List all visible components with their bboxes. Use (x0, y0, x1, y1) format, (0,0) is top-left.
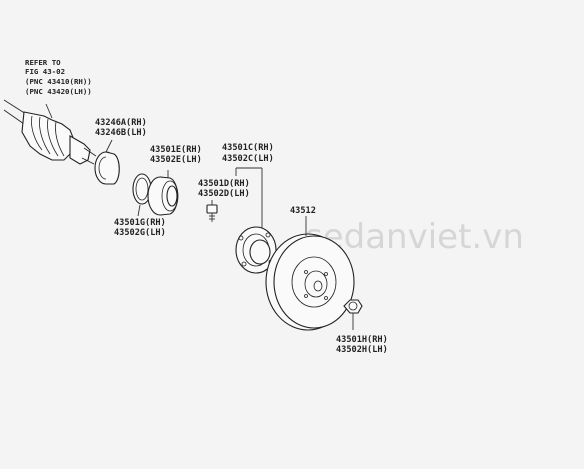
refer-note: REFER TO FIG 43-02 (PNC 43410(RH)) (PNC … (25, 58, 92, 96)
label-43501h-rh: 43501H(RH) (336, 335, 388, 345)
leader-line-refer (45, 103, 53, 119)
hub-bolt-part (206, 204, 218, 222)
label-43501c-lh: 43502C(LH) (222, 154, 274, 164)
label-43501d-rh: 43501D(RH) (198, 179, 250, 189)
leader-bracket-43501c (235, 167, 263, 232)
drive-shaft-cv-joint (3, 99, 97, 165)
leader-line-43246 (105, 139, 113, 153)
label-43501d-lh: 43502D(LH) (198, 189, 250, 199)
hub-nut-part (343, 299, 363, 314)
label-43246-rh: 43246A(RH) (95, 118, 147, 128)
leader-line-43501g (137, 204, 141, 217)
label-43501h-lh: 43502H(LH) (336, 345, 388, 355)
hub-bearing-part (147, 176, 179, 216)
label-43501g-rh: 43501G(RH) (114, 218, 166, 228)
label-43501e-rh: 43501E(RH) (150, 145, 202, 155)
label-43246-lh: 43246B(LH) (95, 128, 147, 138)
label-43501c-rh: 43501C(RH) (222, 143, 274, 153)
bearing-ring-part (94, 151, 120, 185)
refer-note-line-1: REFER TO (25, 58, 61, 67)
label-43512: 43512 (290, 206, 316, 216)
brake-disc-part (265, 233, 355, 331)
refer-note-line-2: FIG 43-02 (25, 67, 65, 76)
label-43501g-lh: 43502G(LH) (114, 228, 166, 238)
refer-note-line-3: (PNC 43410(RH)) (25, 77, 92, 86)
label-43501e-lh: 43502E(LH) (150, 155, 202, 165)
refer-note-line-4: (PNC 43420(LH)) (25, 87, 92, 96)
